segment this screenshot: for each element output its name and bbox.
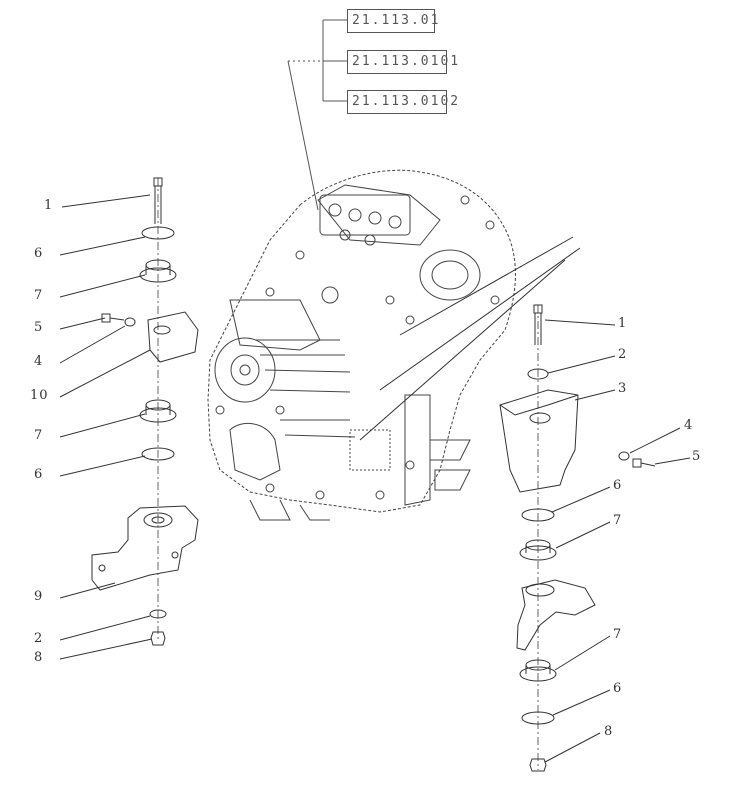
callout-left-5: 4: [34, 354, 44, 369]
bushing-right-lower: [519, 659, 557, 682]
frame-support-right: [516, 579, 596, 651]
callout-right-2: 2: [618, 347, 628, 362]
reference-bracket: [287, 19, 348, 211]
transmission-housing: [207, 169, 516, 521]
left-mount-stack: [91, 177, 199, 646]
callout-left-4: 5: [34, 320, 44, 335]
callout-left-9: 9: [34, 589, 44, 604]
callout-right-10: 8: [604, 724, 614, 739]
callout-left-3: 7: [34, 288, 44, 303]
washer-left-mid: [141, 447, 175, 461]
callout-right-7: 7: [613, 513, 623, 528]
washer-left-top: [141, 226, 175, 240]
callout-right-8: 7: [613, 627, 623, 642]
callout-left-7: 7: [34, 428, 44, 443]
callout-left-10: 2: [34, 631, 44, 646]
callout-right-6: 6: [613, 478, 623, 493]
leader-lines-housing: [359, 236, 581, 441]
leader-lines-left: [59, 194, 153, 660]
callout-left-1: 1: [44, 198, 54, 213]
washer-right-upper: [521, 508, 555, 522]
bushing-left-top: [139, 259, 177, 283]
bolt-left: [153, 177, 163, 224]
leader-lines-right: [544, 319, 691, 763]
callout-right-5: 5: [692, 449, 702, 464]
right-mount-stack: [499, 304, 656, 772]
reference-box-2[interactable]: 21.113.0101: [347, 50, 458, 74]
bushing-left-mid: [139, 399, 177, 423]
callout-left-2: 6: [34, 246, 44, 261]
bracket-left-upper: [147, 311, 199, 363]
bushing-right-upper: [519, 539, 557, 561]
callout-right-4: 4: [684, 418, 694, 433]
bracket-right: [499, 389, 579, 493]
nut-left: [150, 631, 166, 646]
callout-left-8: 6: [34, 467, 44, 482]
washer-right-top: [527, 368, 549, 380]
small-bolt-left: [101, 313, 136, 327]
small-bolt-right: [618, 451, 656, 468]
callout-left-6: 10: [30, 388, 49, 403]
reference-box-3[interactable]: 21.113.0102: [347, 90, 458, 114]
callout-right-1: 1: [618, 316, 628, 331]
washer-left-bottom: [149, 609, 167, 619]
callout-right-9: 6: [613, 681, 623, 696]
frame-support-left: [91, 505, 199, 591]
washer-right-lower: [521, 711, 555, 725]
callout-left-11: 8: [34, 650, 44, 665]
nut-right: [529, 758, 547, 772]
bolt-right: [533, 304, 543, 345]
reference-box-1[interactable]: 21.113.01: [347, 9, 438, 33]
callout-right-3: 3: [618, 381, 628, 396]
